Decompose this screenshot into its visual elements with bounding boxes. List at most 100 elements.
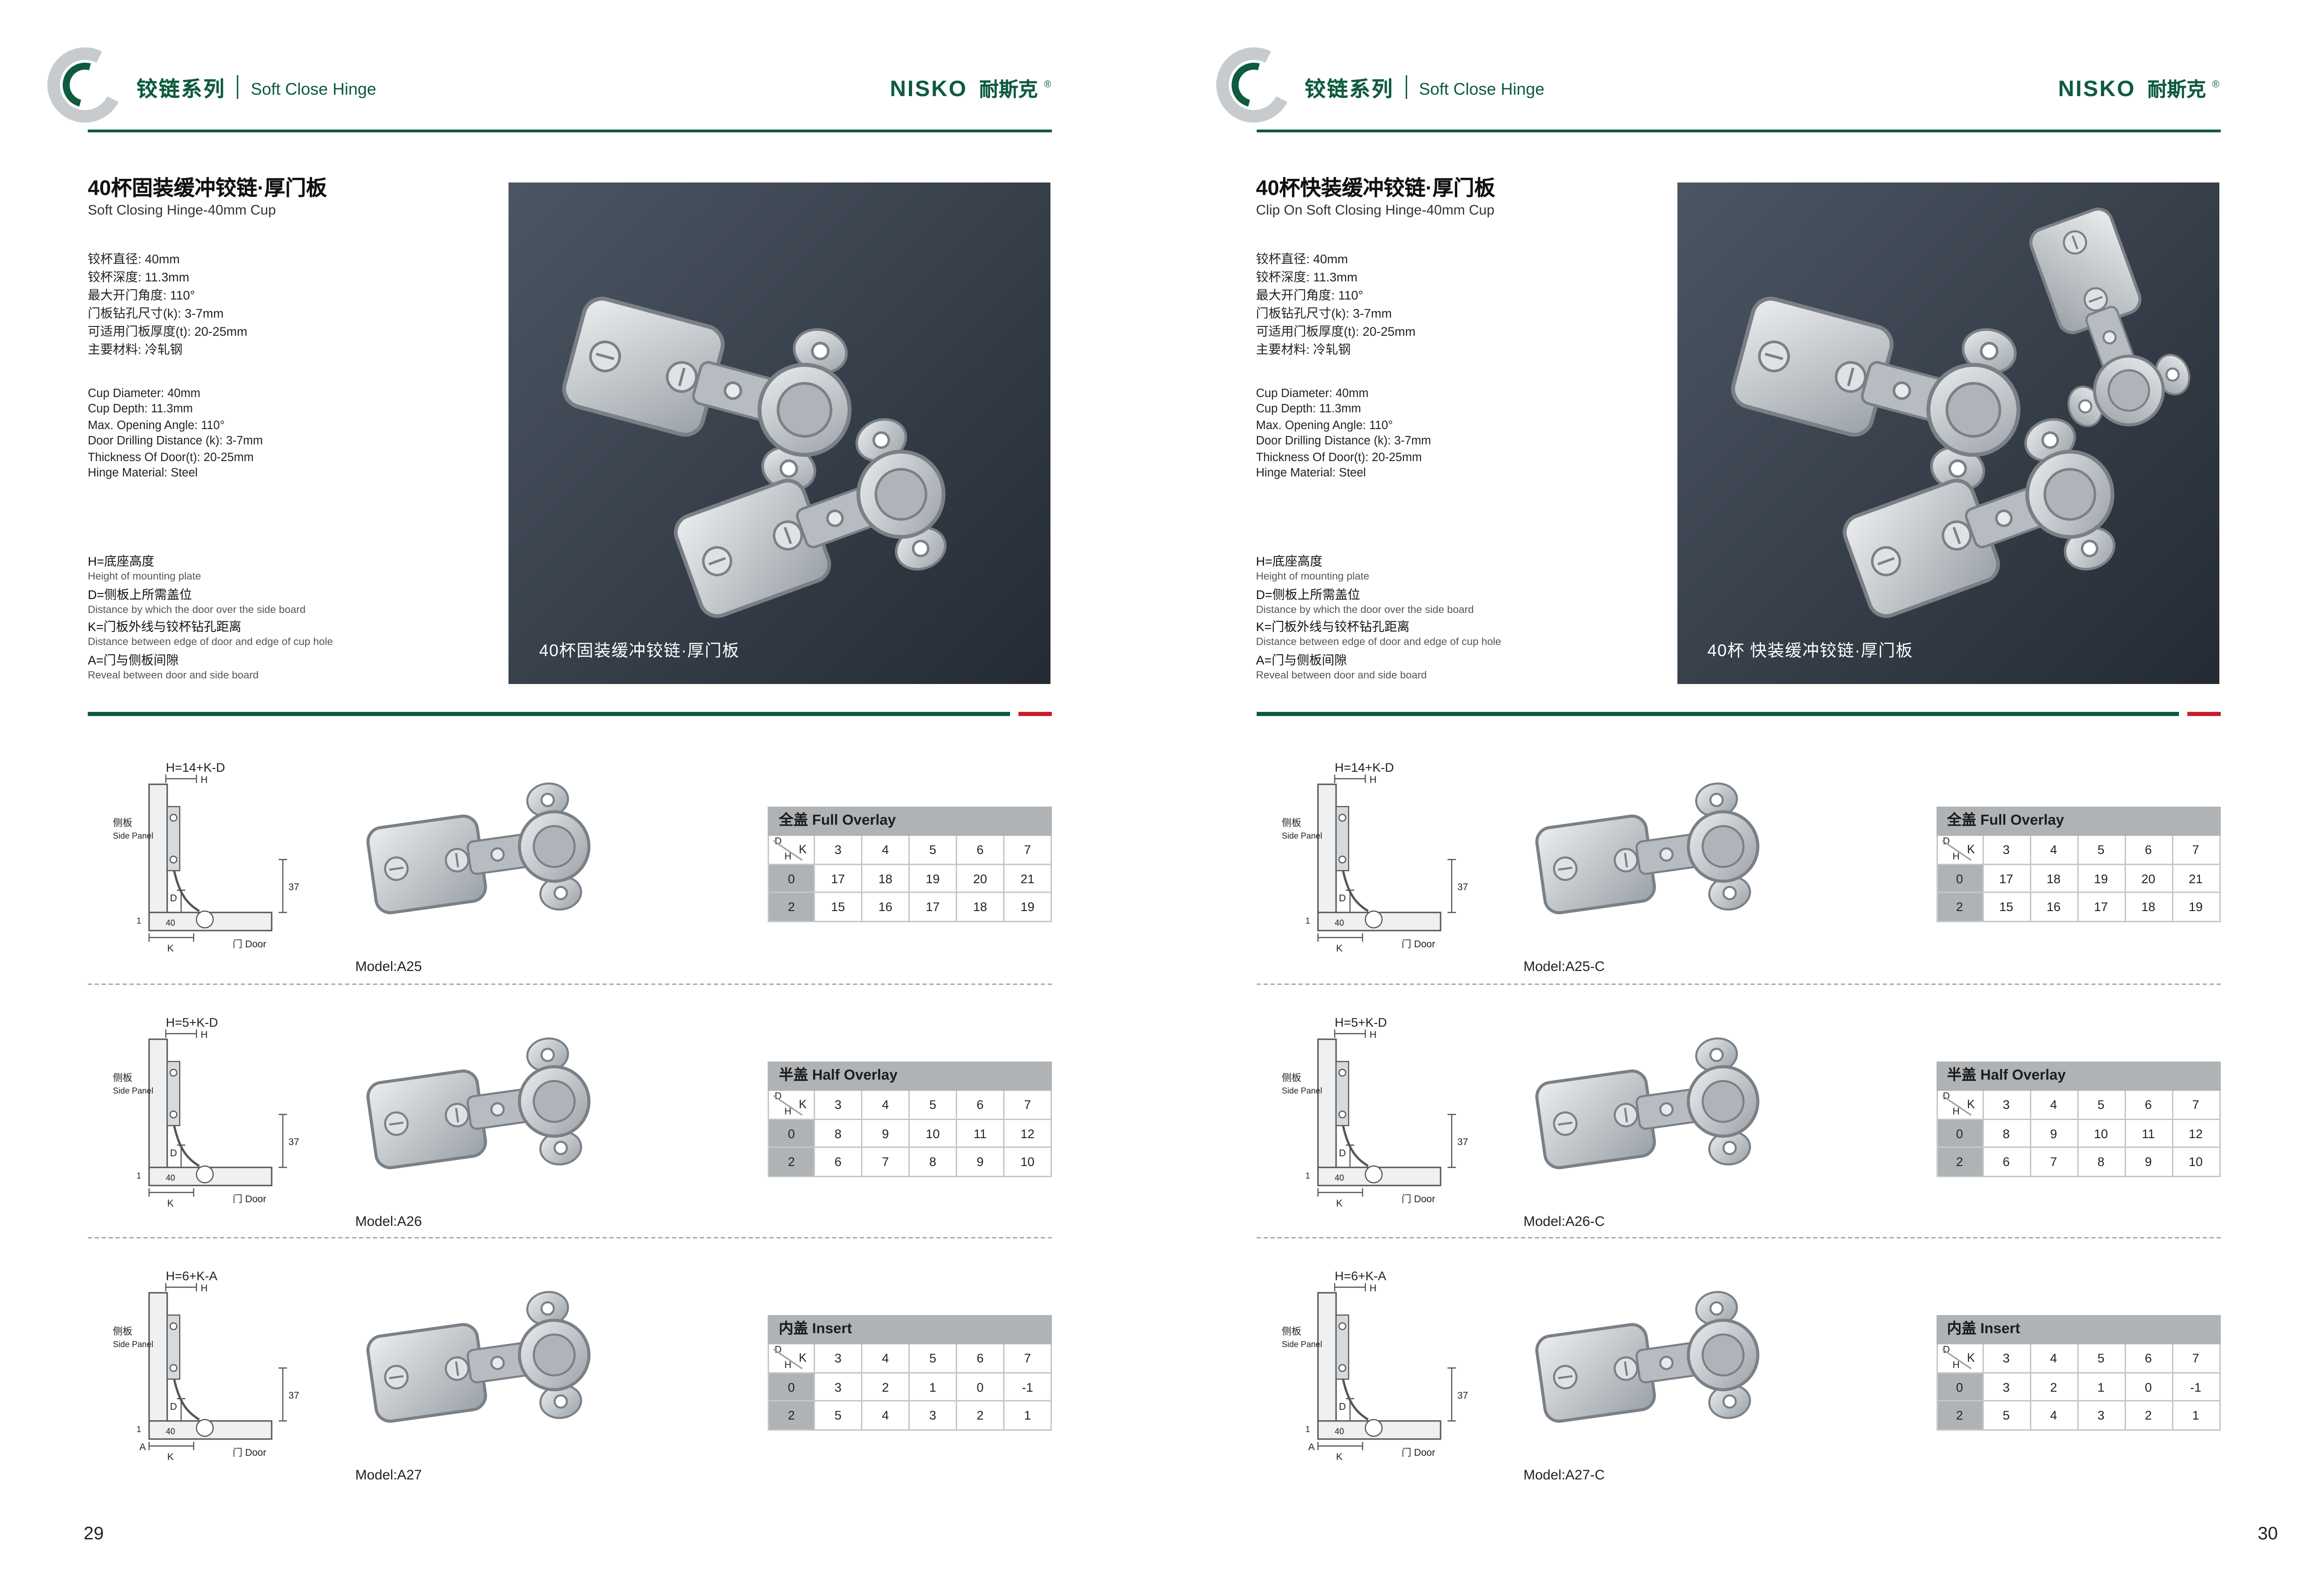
photo-caption: 40杯 快装缓冲铰链·厚门板 — [1707, 641, 1913, 660]
diagram-screw — [1337, 1364, 1346, 1372]
k-header-cell: 4 — [2030, 1091, 2078, 1120]
diagram-screw — [170, 1110, 177, 1119]
h-value-cell: 19 — [2078, 864, 2126, 893]
header-divider — [1405, 75, 1407, 99]
diagram-dim-1: 1 — [1305, 1171, 1310, 1180]
catalog-page: 铰链系列 Soft Close Hinge NISKO 耐斯克 ® 40杯快装缓… — [1168, 0, 2322, 1596]
spec-line-cn: 铰杯深度: 11.3mm — [88, 270, 189, 284]
spec-line-en: Max. Opening Angle: 110° — [1256, 417, 1393, 432]
series-c-logo-icon — [37, 37, 133, 133]
spec-line-en: Thickness Of Door(t): 20-25mm — [88, 449, 254, 463]
diagram-door-label: 门 Door — [233, 939, 266, 950]
model-label: Model:A25-C — [1523, 960, 1605, 975]
diagram-d-label: D — [170, 1148, 177, 1159]
h-value-cell: 16 — [2030, 893, 2078, 922]
diagram-side-panel-label-cn: 侧板 — [1281, 1073, 1301, 1083]
hinge-model-image — [1521, 1273, 1779, 1457]
diagram-screw — [1337, 1110, 1346, 1119]
h-value-cell: 9 — [957, 1148, 1004, 1177]
h-value-cell: 18 — [957, 893, 1004, 922]
d-row-header: 0 — [768, 1119, 815, 1148]
series-title-en: Soft Close Hinge — [251, 79, 377, 99]
corner-h: H — [1952, 1107, 1960, 1117]
diagram-d-label: D — [170, 1401, 177, 1412]
header-rule — [1256, 130, 2220, 132]
legend-en: Height of mounting plate — [88, 570, 201, 582]
brand-registered-mark: ® — [2212, 80, 2219, 91]
series-title-cn: 铰链系列 — [137, 78, 226, 102]
k-header-cell: 5 — [910, 836, 957, 865]
h-value-cell: 8 — [910, 1148, 957, 1177]
d-row-header: 0 — [1936, 864, 1983, 893]
product-title-en: Clip On Soft Closing Hinge-40mm Cup — [1256, 203, 1495, 219]
diagram-dim-40: 40 — [1334, 919, 1344, 928]
d-row-header: 2 — [768, 893, 815, 922]
diagram-dim-37: 37 — [288, 882, 299, 892]
diagram-side-panel-label-en: Side Panel — [113, 1340, 153, 1349]
h-value-cell: 9 — [862, 1119, 910, 1148]
diagram-side-panel-label-cn: 侧板 — [1281, 818, 1301, 828]
corner-d: D — [775, 1092, 782, 1102]
page-number: 30 — [2257, 1523, 2278, 1544]
product-title-cn: 40杯快装缓冲铰链·厚门板 — [1256, 177, 1495, 201]
diagram-h-label: H — [1369, 775, 1376, 785]
d-row-header: 0 — [768, 1373, 815, 1401]
corner-d: D — [775, 1346, 782, 1355]
corner-h: H — [784, 852, 792, 862]
corner-k: K — [1967, 841, 1975, 856]
k-header-cell: 7 — [1004, 1344, 1052, 1373]
diagram-door — [1317, 1166, 1441, 1186]
k-header-cell: 6 — [957, 1091, 1004, 1120]
brand-registered-mark: ® — [1044, 80, 1051, 91]
legend-cn: D=侧板上所需盖位 — [1256, 587, 1360, 601]
diagram-dim-1: 1 — [1305, 1425, 1310, 1434]
diagram-dim-37: 37 — [1457, 1137, 1468, 1147]
legend-en: Distance between edge of door and edge o… — [1256, 635, 1501, 648]
k-header-cell: 7 — [1004, 836, 1052, 865]
hinge-model-image — [352, 1020, 610, 1204]
d-row-header: 0 — [1936, 1119, 1983, 1148]
h-value-cell: 19 — [2172, 893, 2220, 922]
k-header-cell: 6 — [957, 836, 1004, 865]
k-header-cell: 4 — [2030, 836, 2078, 865]
diagram-mounting-plate — [166, 806, 181, 872]
k-header-cell: 6 — [2125, 1091, 2173, 1120]
divider-green-bar — [88, 712, 1010, 716]
h-value-cell: 2 — [2030, 1373, 2078, 1401]
h-value-cell: 5 — [1983, 1401, 2031, 1430]
h-value-cell: 8 — [1983, 1119, 2031, 1148]
h-value-cell: 12 — [1004, 1119, 1052, 1148]
hinge-model-image — [352, 1273, 610, 1457]
series-title-cn: 铰链系列 — [1304, 78, 1394, 102]
spec-line-cn: 最大开门角度: 110° — [1256, 288, 1363, 302]
h-value-cell: 17 — [2078, 893, 2126, 922]
diagram-a-label: A — [1308, 1442, 1314, 1453]
k-header-cell: 4 — [862, 836, 910, 865]
h-value-cell: 18 — [2030, 864, 2078, 893]
k-header-cell: 7 — [2172, 1091, 2220, 1120]
diagram-side-panel — [1317, 783, 1336, 913]
h-value-cell: 6 — [1983, 1148, 2031, 1177]
model-section: H=5+K-D H 侧板 Side Panel 门 Door 37 40 D K… — [1256, 1009, 2220, 1248]
legend-cn: K=门板外线与铰杯钻孔距离 — [88, 620, 241, 634]
k-header-cell: 5 — [910, 1344, 957, 1373]
hinge-product-image — [509, 182, 1050, 684]
diagram-dim-40: 40 — [1334, 1427, 1344, 1436]
diagram-side-panel — [148, 1038, 168, 1168]
section-divider — [88, 712, 1052, 716]
corner-d: D — [1943, 1092, 1950, 1102]
diagram-screw — [1337, 1068, 1346, 1077]
hinge-model-image — [1521, 765, 1779, 949]
h-value-cell: 18 — [862, 864, 910, 893]
header-rule — [88, 130, 1052, 132]
diagram-dimension-lines — [148, 1283, 287, 1450]
legend-cn: A=门与侧板间隙 — [1256, 652, 1347, 667]
h-value-cell: 3 — [910, 1401, 957, 1430]
spec-line-cn: 可适用门板厚度(t): 20-25mm — [1256, 325, 1416, 339]
k-header-cell: 6 — [957, 1344, 1004, 1373]
h-value-cell: 8 — [2078, 1148, 2126, 1177]
h-value-cell: 1 — [1004, 1401, 1052, 1430]
